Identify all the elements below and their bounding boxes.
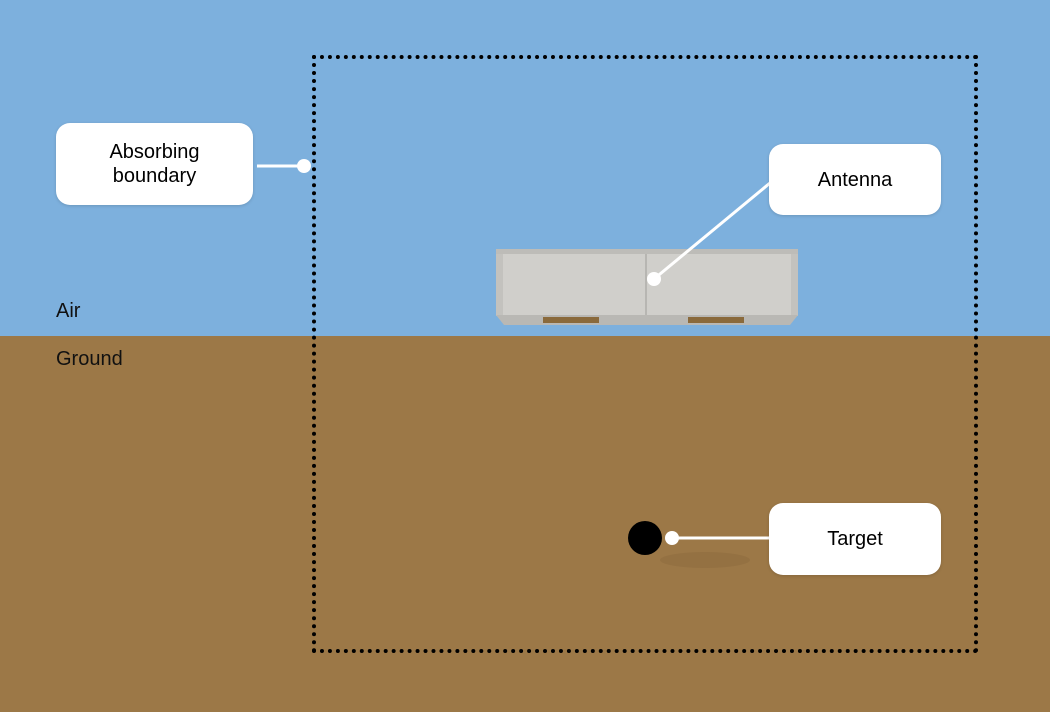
antenna-right-wall (791, 254, 798, 316)
target-shadow (660, 552, 750, 568)
absorbing-boundary-label: Absorbing boundary (109, 141, 200, 187)
antenna-leader-dot (647, 272, 661, 286)
boundary-leader-dot (297, 159, 311, 173)
target-leader-dot (665, 531, 679, 545)
antenna-label: Antenna (817, 168, 893, 191)
antenna-callout: Antenna (769, 144, 941, 215)
absorbing-boundary-callout: Absorbing boundary (56, 123, 253, 205)
air-label: Air (56, 300, 81, 322)
ground-label: Ground (56, 348, 123, 370)
target-object (628, 521, 662, 555)
antenna-base (496, 315, 798, 325)
target-label: Target (827, 528, 883, 550)
antenna-leader-line (653, 181, 771, 281)
antenna-left-wall (496, 254, 503, 316)
antenna-element-left (543, 317, 599, 323)
antenna-element-right (688, 317, 744, 323)
antenna (496, 249, 798, 325)
target-callout: Target (769, 503, 941, 575)
absorbing-boundary-box (312, 55, 978, 653)
